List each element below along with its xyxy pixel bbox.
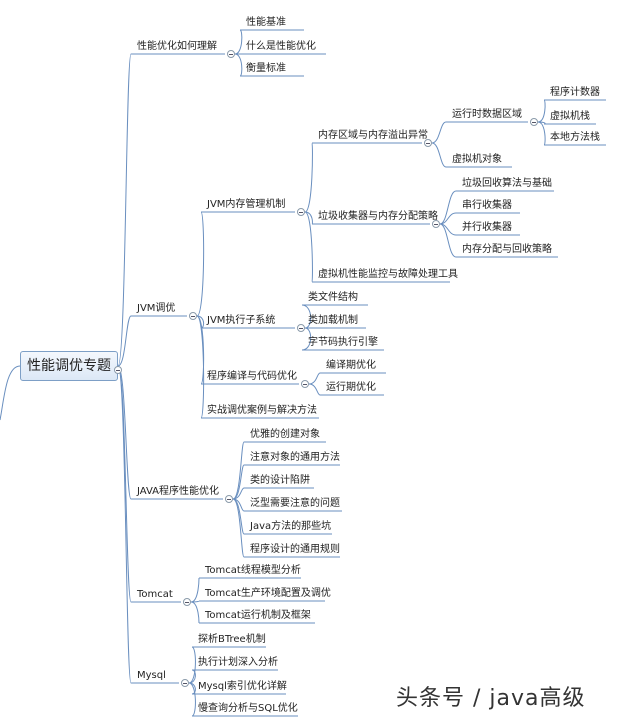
node-perf-1[interactable]: 性能基准 — [246, 17, 286, 28]
node-jvm-mem[interactable]: JVM内存管理机制 — [207, 199, 286, 210]
edge-jvm_mem-mem_area — [304, 142, 313, 213]
edge-jvm_mem-monitor — [304, 211, 313, 283]
edge-mem_area-runtime_area — [431, 121, 447, 144]
edge-jvm-case — [196, 315, 205, 419]
node-gc-algo[interactable]: 垃圾回收算法与基础 — [462, 178, 552, 189]
node-compile-time[interactable]: 编译期优化 — [326, 360, 376, 371]
perf-collapse-toggle[interactable] — [227, 50, 235, 58]
node-jvm[interactable]: JVM调优 — [137, 303, 176, 314]
edge-tomcat-tc_3 — [190, 601, 200, 624]
edge-mysql-my_1 — [188, 646, 196, 684]
compile-collapse-toggle[interactable] — [301, 380, 309, 388]
mysql-collapse-toggle[interactable] — [181, 679, 189, 687]
gc-collapse-toggle[interactable] — [432, 220, 440, 228]
java_prog-collapse-toggle[interactable] — [225, 495, 233, 503]
mem_area-collapse-toggle[interactable] — [424, 139, 432, 147]
edge-jvm_mem-gc — [304, 211, 313, 225]
node-alloc[interactable]: 内存分配与回收策略 — [462, 244, 552, 255]
node-serial[interactable]: 串行收集器 — [462, 200, 512, 211]
edge-mem_area-vm_obj — [431, 142, 447, 168]
node-perf[interactable]: 性能优化如何理解 — [137, 41, 217, 52]
edge-exec-bytecode — [301, 327, 312, 351]
edge-runtime_area-pc — [537, 99, 546, 123]
node-bytecode[interactable]: 字节码执行引擎 — [308, 337, 378, 348]
node-my-1[interactable]: 探析BTree机制 — [198, 634, 266, 645]
edge-compile-run_time — [308, 383, 321, 396]
watermark: 头条号 / java高级 — [396, 686, 586, 711]
node-parallel[interactable]: 并行收集器 — [462, 222, 512, 233]
edge-mysql-my_4 — [188, 682, 196, 717]
root-collapse-toggle[interactable] — [114, 366, 122, 374]
node-run-time[interactable]: 运行期优化 — [326, 382, 376, 393]
jvm_mem-collapse-toggle[interactable] — [297, 208, 305, 216]
node-vm-obj[interactable]: 虚拟机对象 — [452, 154, 502, 165]
node-my-2[interactable]: 执行计划深入分析 — [198, 657, 278, 668]
edge-jvm-jvm_mem — [196, 211, 205, 317]
edge-mysql-my_2 — [188, 669, 196, 684]
edge-root-jvm — [117, 315, 132, 367]
edge-java_prog-jp_6 — [232, 498, 245, 558]
node-native-stack[interactable]: 本地方法栈 — [550, 132, 600, 143]
node-tc-3[interactable]: Tomcat运行机制及框架 — [205, 610, 311, 621]
exec-collapse-toggle[interactable] — [297, 324, 305, 332]
node-jp-3[interactable]: 类的设计陷阱 — [250, 475, 310, 486]
edge-exec-class_struct — [301, 304, 312, 329]
node-my-4[interactable]: 慢查询分析与SQL优化 — [198, 703, 298, 714]
node-gc[interactable]: 垃圾收集器与内存分配策略 — [318, 211, 438, 222]
edge-tomcat-tc_1 — [190, 577, 200, 603]
edge-compile-compile_time — [308, 372, 321, 385]
edge-perf-perf_1 — [234, 29, 243, 55]
jvm-collapse-toggle[interactable] — [189, 312, 197, 320]
node-mysql[interactable]: Mysql — [137, 670, 166, 681]
node-perf-3[interactable]: 衡量标准 — [246, 63, 286, 74]
node-perf-2[interactable]: 什么是性能优化 — [246, 41, 316, 52]
node-jp-4[interactable]: 泛型需要注意的问题 — [250, 498, 340, 509]
node-exec[interactable]: JVM执行子系统 — [207, 315, 276, 326]
node-pc[interactable]: 程序计数器 — [550, 87, 600, 98]
edge-perf-perf_3 — [234, 53, 243, 77]
edge-root-left — [0, 365, 21, 421]
node-runtime-area[interactable]: 运行时数据区域 — [452, 109, 522, 120]
edge-java_prog-jp_2 — [232, 464, 245, 500]
edge-gc-gc_algo — [439, 190, 457, 225]
node-case[interactable]: 实战调优案例与解决方法 — [207, 405, 317, 416]
edge-java_prog-jp_3 — [232, 487, 245, 500]
node-class-load[interactable]: 类加载机制 — [308, 315, 358, 326]
node-compile[interactable]: 程序编译与代码优化 — [207, 371, 297, 382]
node-mem-area[interactable]: 内存区域与内存溢出异常 — [318, 130, 428, 141]
node-tomcat[interactable]: Tomcat — [137, 589, 173, 600]
runtime_area-collapse-toggle[interactable] — [530, 118, 538, 126]
node-jp-6[interactable]: 程序设计的通用规则 — [250, 544, 340, 555]
node-tc-2[interactable]: Tomcat生产环境配置及调优 — [205, 588, 331, 599]
edge-gc-alloc — [439, 223, 457, 258]
tomcat-collapse-toggle[interactable] — [183, 598, 191, 606]
root-node[interactable]: 性能调优专题 — [20, 351, 118, 381]
node-jp-2[interactable]: 注意对象的通用方法 — [250, 452, 340, 463]
node-jp-5[interactable]: Java方法的那些坑 — [250, 521, 332, 532]
node-monitor[interactable]: 虚拟机性能监控与故障处理工具 — [318, 269, 458, 280]
edge-root-perf — [117, 53, 132, 367]
node-tc-1[interactable]: Tomcat线程模型分析 — [205, 565, 301, 576]
edge-runtime_area-native_stack — [537, 121, 546, 146]
node-my-3[interactable]: Mysql索引优化详解 — [198, 681, 287, 692]
node-java-prog[interactable]: JAVA程序性能优化 — [137, 486, 220, 497]
node-jp-1[interactable]: 优雅的创建对象 — [250, 429, 320, 440]
edge-root-mysql — [117, 365, 132, 684]
node-vm-stack[interactable]: 虚拟机栈 — [550, 111, 590, 122]
edge-gc-serial — [439, 212, 457, 225]
node-class-struct[interactable]: 类文件结构 — [308, 292, 358, 303]
